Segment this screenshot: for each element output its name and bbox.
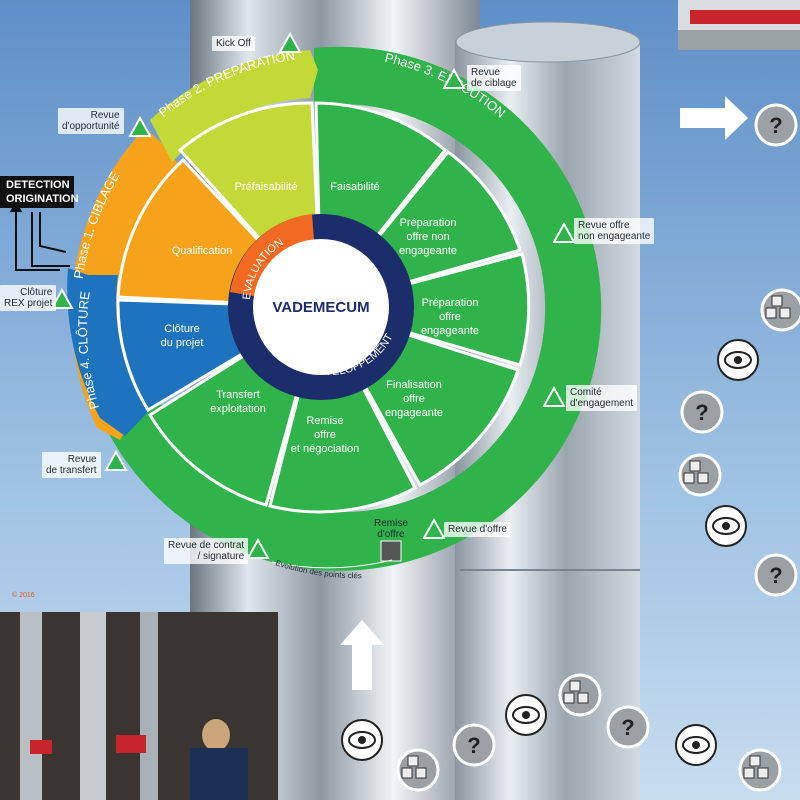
remise-offre-marker: [380, 540, 402, 562]
segment-remise: [268, 302, 418, 514]
silo-top: [455, 21, 641, 63]
abc-blocks-icon[interactable]: [760, 288, 800, 332]
revue-contrat-line2: / signature: [197, 551, 245, 562]
milestone-revue-offre-icon: [422, 517, 446, 539]
svg-text:?: ?: [621, 715, 634, 740]
remise-offre-line1: Remise: [374, 518, 408, 529]
building-photo: [678, 0, 800, 50]
revue-offre-note: Revue d'offre: [444, 522, 511, 537]
label-prep-eng-3: engageante: [421, 325, 479, 337]
eye-icon[interactable]: [705, 505, 747, 547]
cloture-rex-line2: REX projet: [4, 298, 53, 309]
origination-arrow-in: [39, 212, 67, 253]
label-finalisation-1: Finalisation: [386, 379, 442, 391]
question-icon[interactable]: ?: [606, 705, 650, 749]
detection-line2: ORIGINATION: [6, 193, 79, 205]
evaluation-arc: [230, 214, 314, 296]
svg-text:?: ?: [769, 113, 782, 138]
remise-offre-note: Remise d'offre: [370, 516, 412, 542]
revue-opportunite-line2: d'opportunité: [62, 121, 120, 132]
label-transfert-2: exploitation: [210, 403, 266, 415]
icon-buttons: ? ? ? ? ?: [341, 103, 800, 792]
revue-ciblage-line1: Revue: [471, 67, 500, 78]
label-finalisation-3: engageante: [385, 407, 443, 419]
evolution-line: [271, 559, 393, 569]
comite-line2: d'engagement: [570, 398, 634, 409]
abc-blocks-icon[interactable]: [396, 748, 440, 792]
revue-non-eng-note: Revue offre non engageante: [574, 218, 655, 244]
revue-opportunite-note: Revue d'opportunité: [58, 108, 124, 134]
label-prefaisabilite: Préfaisabilité: [235, 181, 298, 193]
label-transfert-1: Transfert: [216, 389, 260, 401]
label-cloture-2: du projet: [161, 337, 204, 349]
svg-text:?: ?: [769, 563, 782, 588]
phase-2-band: [150, 50, 318, 162]
origination-arrow: [31, 212, 70, 267]
phase-4-band: [67, 268, 148, 436]
label-finalisation-2: offre: [403, 393, 425, 405]
question-icon[interactable]: ?: [452, 723, 496, 767]
comite-note: Comité d'engagement: [566, 385, 638, 411]
arrow-up-icon: [340, 620, 384, 690]
revue-opportunite-line1: Revue: [90, 110, 120, 121]
revue-transfert-note: Revue de transfert: [42, 452, 101, 478]
svg-text:?: ?: [467, 733, 480, 758]
question-icon[interactable]: ?: [754, 553, 798, 597]
label-remise-2: offre: [314, 429, 336, 441]
remise-offre-line2: d'offre: [377, 529, 405, 540]
svg-text:?: ?: [695, 400, 708, 425]
milestone-contrat-icon: [246, 537, 270, 559]
rex-arrow: [15, 212, 60, 271]
eye-icon[interactable]: [341, 719, 383, 761]
arrow-right-icon: [680, 96, 748, 140]
label-qualification: Qualification: [172, 245, 233, 257]
copyright: © 2016: [12, 591, 35, 599]
milestone-markers: [50, 31, 576, 559]
label-prep-eng-2: offre: [439, 311, 461, 323]
revue-non-eng-line1: Revue offre: [578, 220, 630, 231]
revue-non-eng-line2: non engageante: [578, 231, 651, 242]
revue-transfert-line1: Revue: [67, 454, 97, 465]
revue-contrat-line1: Revue de contrat: [168, 540, 245, 551]
segment-prep-eng: [315, 252, 531, 367]
milestone-ciblage-icon: [442, 67, 466, 89]
label-prep-non-eng-1: Préparation: [400, 217, 457, 229]
question-icon[interactable]: ?: [680, 390, 724, 434]
label-prep-non-eng-3: engageante: [399, 245, 457, 257]
revue-contrat-note: Revue de contrat / signature: [164, 538, 249, 564]
milestone-comite-icon: [542, 385, 566, 407]
milestone-kickoff-icon: [278, 31, 302, 53]
comite-line1: Comité: [570, 387, 602, 398]
revue-ciblage-note: Revue de ciblage: [467, 65, 521, 91]
label-prep-non-eng-2: offre non: [406, 231, 449, 243]
label-cloture-1: Clôture: [164, 323, 199, 335]
eye-icon[interactable]: [717, 339, 759, 381]
kickoff-note: Kick Off: [212, 36, 255, 51]
revue-ciblage-line2: de ciblage: [471, 78, 517, 89]
question-icon[interactable]: ?: [754, 103, 798, 147]
milestone-rex-icon: [50, 287, 74, 309]
abc-blocks-icon[interactable]: [558, 673, 602, 717]
center-title: VADEMECUM: [272, 299, 369, 316]
abc-blocks-icon[interactable]: [738, 748, 782, 792]
detection-line1: DETECTION: [6, 179, 70, 191]
label-prep-eng-1: Préparation: [422, 297, 479, 309]
label-faisabilite: Faisabilité: [330, 181, 380, 193]
industrial-photo: [0, 612, 278, 800]
milestone-opportunite-icon: [128, 115, 152, 137]
cloture-rex-line1: Clôture: [20, 287, 53, 298]
label-remise-1: Remise: [306, 415, 343, 427]
milestone-transfert-icon: [104, 449, 128, 471]
eye-icon[interactable]: [675, 724, 717, 766]
eye-icon[interactable]: [505, 694, 547, 736]
label-remise-3: et négociation: [291, 443, 360, 455]
milestone-non-eng-icon: [552, 221, 576, 243]
cloture-rex-note: Clôture REX projet: [0, 285, 57, 311]
abc-blocks-icon[interactable]: [678, 453, 722, 497]
center-disc: [253, 239, 389, 375]
revue-transfert-line2: de transfert: [46, 465, 97, 476]
detection-banner: DETECTION ORIGINATION: [0, 176, 79, 208]
